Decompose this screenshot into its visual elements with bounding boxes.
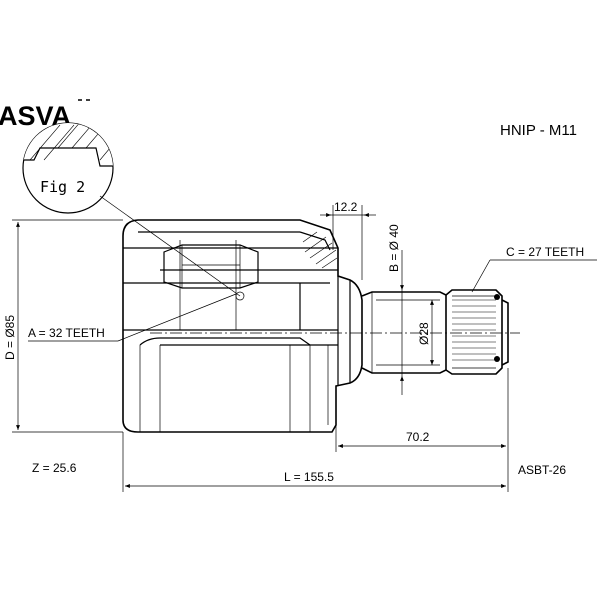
dim-stem-length: 70.2 — [335, 368, 509, 492]
outer-diameter-label: D = Ø85 — [3, 315, 17, 360]
fig-2-detail: Fig 2 — [22, 122, 114, 214]
outer-teeth-label: C = 27 TEETH — [506, 245, 584, 259]
housing-hatch — [302, 231, 338, 269]
shaft-diameter-label: Ø28 — [417, 322, 431, 345]
fig-2-label: Fig 2 — [40, 178, 85, 196]
abs-z-label: Z = 25.6 — [32, 461, 77, 475]
stem-shaft — [361, 289, 509, 375]
dim-outer-teeth: C = 27 TEETH — [471, 245, 597, 293]
inner-teeth-label: A = 32 TEETH — [28, 326, 105, 340]
shoulder-length-label: 12.2 — [334, 200, 358, 214]
stem-length-label: 70.2 — [406, 430, 430, 444]
bore-diameter-label: B = Ø 40 — [387, 224, 401, 272]
seal-code: ASBT-26 — [518, 463, 566, 477]
dim-outer-diameter: D = Ø85 — [3, 219, 123, 433]
dim-total-length: L = 155.5 — [122, 432, 506, 492]
dim-inner-teeth: A = 32 TEETH — [28, 293, 237, 342]
dim-bore-diameter: B = Ø 40 — [387, 224, 404, 395]
dim-shoulder-length: 12.2 — [320, 200, 376, 280]
dim-shaft-diameter: Ø28 — [417, 300, 434, 365]
total-length-label: L = 155.5 — [284, 470, 334, 484]
housing — [122, 219, 363, 433]
part-number: HNIP - M11 — [500, 122, 577, 139]
